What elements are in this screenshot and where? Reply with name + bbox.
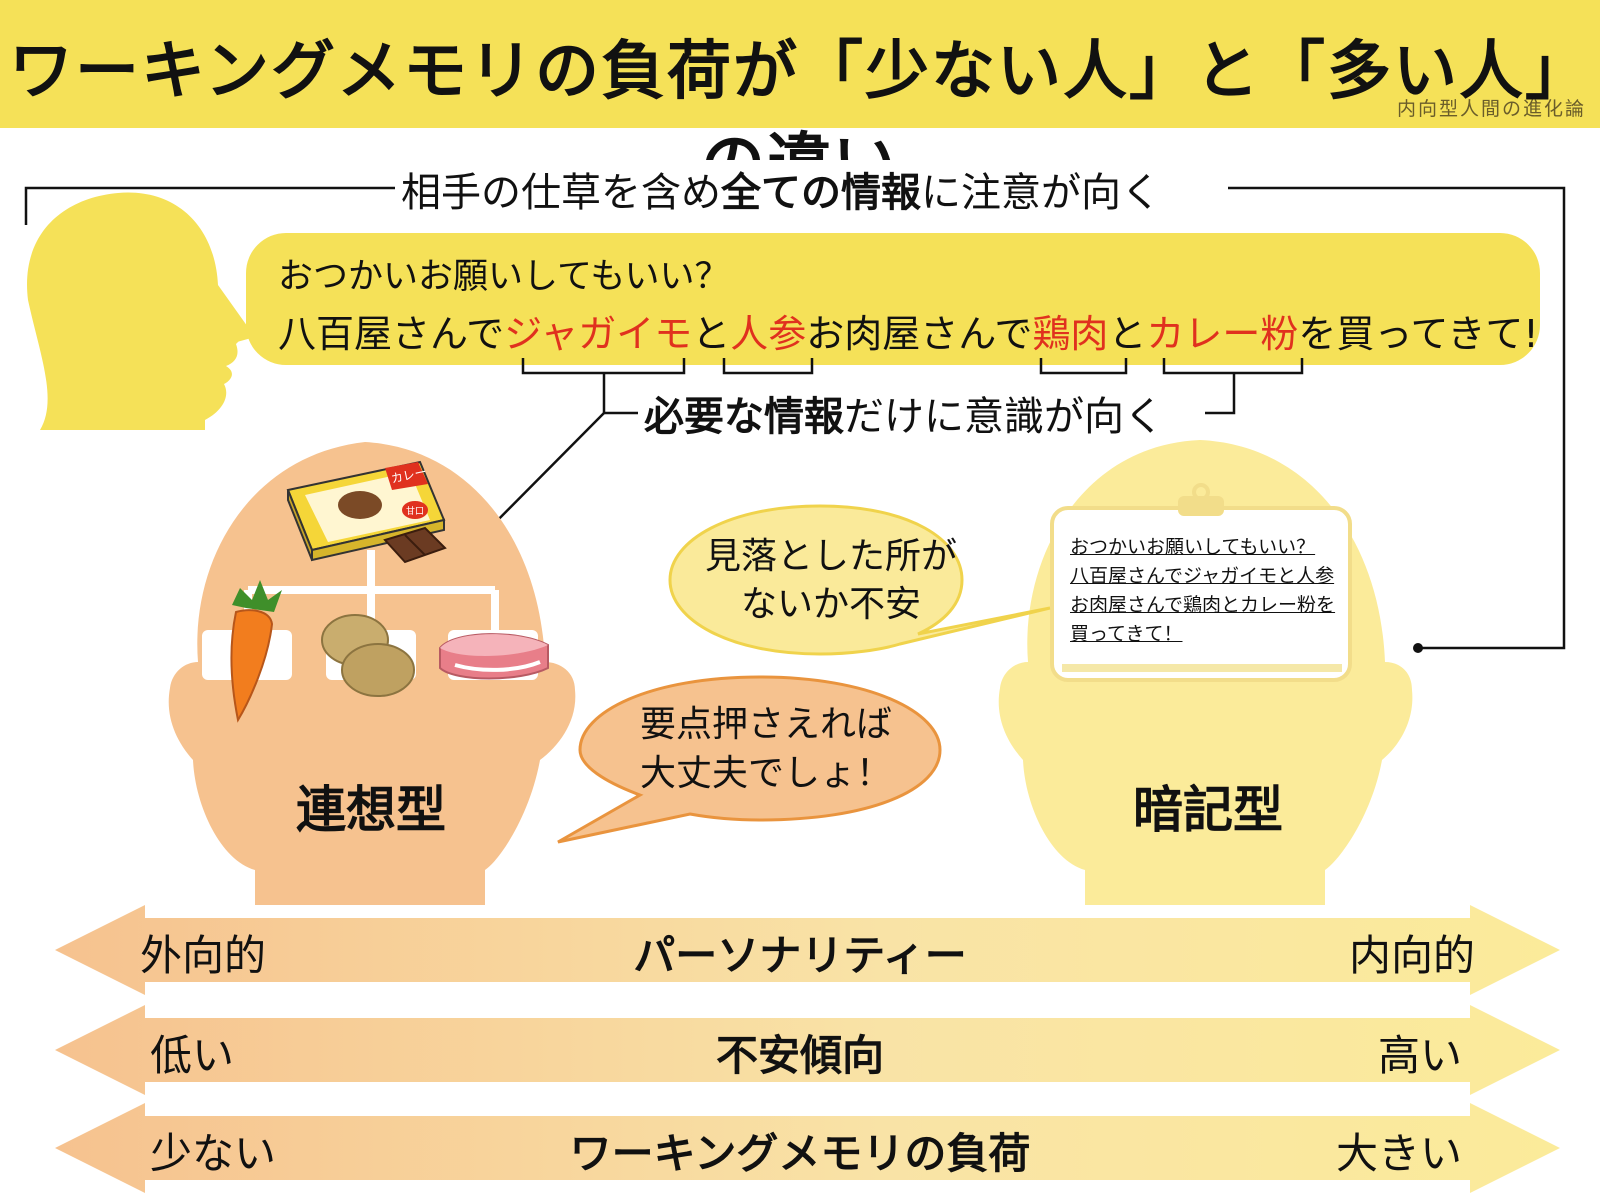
anxious-bubble-text: 見落とした所がないか不安: [704, 536, 957, 625]
speech-line-1: おつかいお願いしてもいい？: [278, 257, 730, 297]
face-silhouette: [27, 192, 251, 430]
right-head-label: 暗記型: [1133, 781, 1283, 839]
speech-line-2: 八百屋さんでジャガイモと人参お肉屋さんで鶏肉とカレー粉を買ってきて!: [278, 303, 1539, 358]
top-caption: 相手の仕草を含め全ての情報に注意が向く: [395, 160, 1167, 218]
scale-1-right: 内向的: [1348, 931, 1475, 980]
reassured-line: 要点押さえれば: [640, 704, 893, 745]
scale-2-left: 低い: [150, 1031, 235, 1080]
scale-1-center: パーソナリティー: [633, 931, 967, 980]
speech-bubble-shape: [226, 233, 1540, 365]
speech-keyword: 鶏肉: [1032, 312, 1109, 356]
potato-icon: [321, 614, 415, 697]
scale-2-center: 不安傾向: [715, 1031, 884, 1080]
speech-part: を買ってきて!: [1298, 312, 1539, 356]
page-title: ワーキングメモリの負荷が「少ない人」と「多い人」の違い: [8, 35, 1592, 201]
top-connector-line: [24, 186, 1566, 650]
scale-3-left: 少ない: [150, 1129, 277, 1178]
clipboard-memo: おつかいお願いしてもいい？ 八百屋さんでジャガイモと人参 お肉屋さんで鶏肉とカレ…: [1070, 533, 1335, 649]
title-banner: ワーキングメモリの負荷が「少ない人」と「多い人」の違い 内向型人間の進化論: [0, 0, 1600, 201]
scale-3-center: ワーキングメモリの負荷: [569, 1129, 1031, 1178]
speech-part: 八百屋さんで: [278, 312, 505, 356]
left-head-label: 連想型: [296, 781, 446, 839]
anxious-bubble-shape: [668, 504, 1051, 656]
speech-keyword: ジャガイモ: [504, 312, 693, 356]
curry-box-icon: カレー 甘口: [286, 460, 446, 562]
reassured-line: 大丈夫でしょ！: [640, 753, 893, 794]
scale-arrow-1: [55, 905, 1560, 995]
speech-keyword: カレー粉: [1146, 312, 1299, 356]
meat-icon: [439, 633, 549, 680]
speech-part: お肉屋さんで: [806, 312, 1033, 356]
clipboard-icon: [1050, 483, 1352, 682]
scale-arrow-2: [55, 1005, 1560, 1095]
speech-part: と: [692, 312, 731, 356]
scale-2-right: 高い: [1377, 1031, 1462, 1080]
reassured-bubble-shape: [557, 675, 942, 844]
scale-1-left: 外向的: [140, 931, 267, 980]
top-caption-bold: 全ての情報: [721, 170, 921, 216]
scale-arrow-3: [55, 1103, 1560, 1193]
mid-caption-bold: 必要な情報: [644, 394, 844, 440]
speech-part: と: [1108, 312, 1147, 356]
chocolate-icon: [383, 526, 447, 564]
speech-keyword: 人参: [730, 312, 807, 356]
memo-line: 買ってきて！: [1070, 623, 1183, 645]
memo-line: お肉屋さんで鶏肉とカレー粉を: [1070, 594, 1336, 616]
memo-line: 八百屋さんでジャガイモと人参: [1070, 565, 1335, 587]
memo-line: おつかいお願いしてもいい？: [1070, 536, 1316, 558]
connector-dot-right: [1413, 643, 1423, 653]
mid-caption-post: だけに意識が向く: [844, 394, 1164, 440]
carrot-icon: [230, 580, 282, 723]
scale-3-right: 大きい: [1335, 1129, 1462, 1178]
reassured-bubble-text: 要点押さえれば 大丈夫でしょ！: [640, 700, 892, 798]
mid-caption: 必要な情報だけに意識が向く: [638, 384, 1170, 442]
curry-box-badge: 甘口: [406, 505, 424, 517]
brand-logo-text: 内向型人間の進化論: [1396, 98, 1586, 120]
top-caption-pre: 相手の仕草を含め: [401, 170, 721, 216]
top-caption-post: に注意が向く: [921, 170, 1161, 216]
